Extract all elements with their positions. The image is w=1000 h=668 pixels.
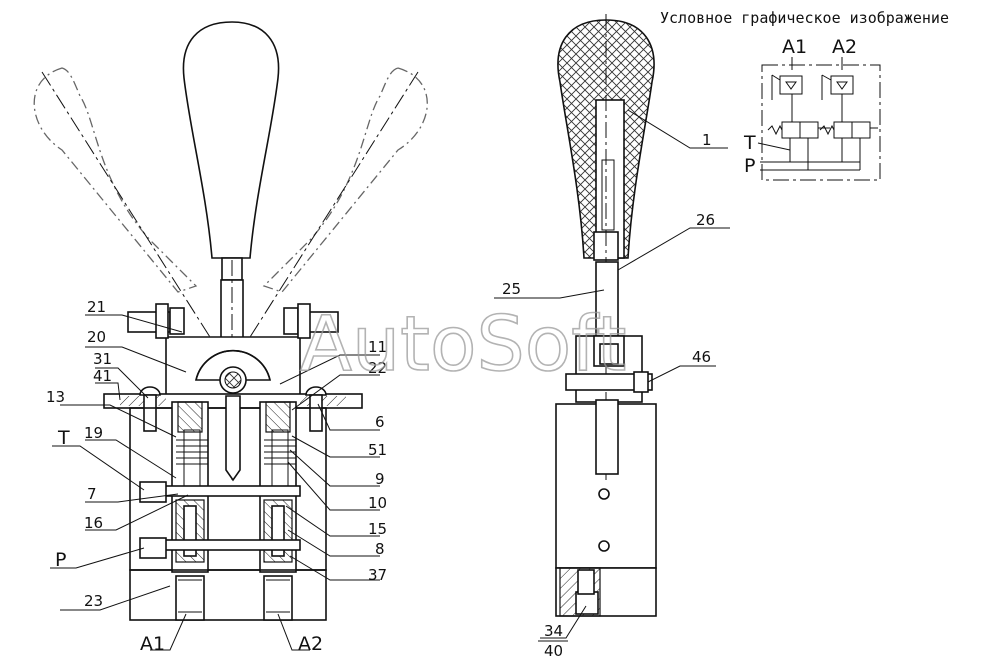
callout-6: 6 <box>375 413 385 431</box>
callout-19: 19 <box>84 424 103 442</box>
callout-labels-right: 11 22 6 51 9 10 15 8 37 <box>368 338 387 584</box>
callout-31: 31 <box>93 350 112 368</box>
callout-1: 1 <box>702 131 712 149</box>
callout-13: 13 <box>46 388 65 406</box>
callout-leaders-right <box>279 354 380 581</box>
hydraulic-schematic: A1 A2 T P <box>743 36 881 181</box>
callout-9: 9 <box>375 470 385 488</box>
callout-leaders-side <box>494 109 730 639</box>
callout-23: 23 <box>84 592 103 610</box>
callout-34: 34 <box>544 622 563 640</box>
callout-51: 51 <box>368 441 387 459</box>
callout-22: 22 <box>368 359 387 377</box>
callout-7: 7 <box>87 485 97 503</box>
port-label-t: T <box>57 427 70 449</box>
callout-40: 40 <box>544 642 563 660</box>
port-label-p: P <box>55 549 66 571</box>
schematic-label-p: P <box>744 155 755 177</box>
schematic-label-a2: A2 <box>832 36 857 58</box>
callout-leaders-left <box>50 314 310 651</box>
valve-side-section <box>555 14 657 617</box>
callout-25: 25 <box>502 280 521 298</box>
callout-8: 8 <box>375 540 385 558</box>
callout-11: 11 <box>368 338 387 356</box>
schematic-label-a1: A1 <box>782 36 807 58</box>
callout-37: 37 <box>368 566 387 584</box>
callout-20: 20 <box>87 328 106 346</box>
callout-labels-side: 1 26 25 46 34 40 <box>502 131 715 660</box>
callout-26: 26 <box>696 211 715 229</box>
callout-21: 21 <box>87 298 106 316</box>
port-label-a2: A2 <box>298 633 323 655</box>
valve-housing-front <box>103 303 363 621</box>
callout-labels-left: 21 20 31 41 13 19 7 16 23 T P A1 A2 <box>46 298 323 655</box>
callout-10: 10 <box>368 494 387 512</box>
callout-46: 46 <box>692 348 711 366</box>
watermark: AutoSoft <box>300 299 626 388</box>
port-label-a1: A1 <box>140 633 165 655</box>
callout-41: 41 <box>93 367 112 385</box>
callout-15: 15 <box>368 520 387 538</box>
callout-16: 16 <box>84 514 103 532</box>
lever-swing-positions <box>33 67 428 346</box>
schematic-label-t: T <box>743 132 756 154</box>
schematic-caption: Условное графическое изображение <box>660 9 949 27</box>
